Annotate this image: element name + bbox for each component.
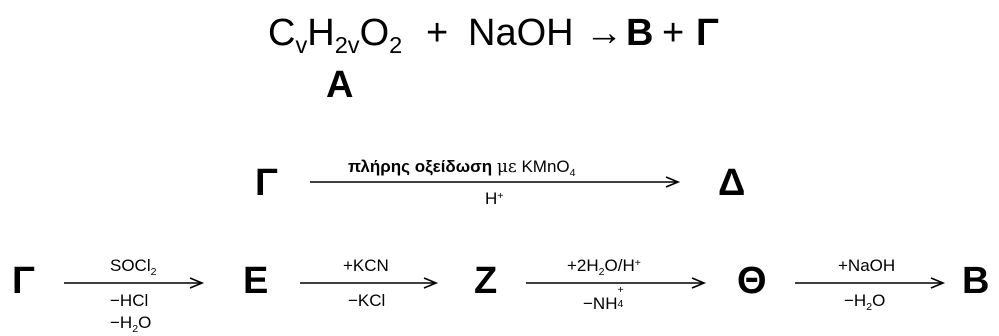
step3-arrow: [526, 277, 707, 289]
chain-product-b: Β: [962, 260, 990, 302]
product-b: Β: [626, 12, 654, 54]
chain-product-z: Ζ: [474, 260, 498, 302]
step2-arrow: [300, 277, 439, 289]
reactant-label-a: Α: [326, 64, 354, 106]
reaction-arrow: →: [585, 12, 623, 54]
step4-above: +NaOH: [838, 256, 896, 275]
step1-below-h2o: −H2O: [110, 313, 152, 335]
step2-below: −KCl: [348, 291, 386, 310]
chain-product-theta: Θ: [737, 260, 767, 302]
product-g: Γ: [696, 12, 719, 54]
step2-above: +KCN: [343, 256, 389, 275]
step3-below: −NH+4: [583, 284, 624, 313]
reaction2-reactant: Γ: [255, 162, 278, 204]
step1-below-hcl: −HCl: [110, 291, 149, 310]
reaction2-arrow: [310, 176, 681, 188]
reaction2-product: Δ: [718, 162, 746, 204]
plus-sign: +: [426, 12, 449, 54]
step1-arrow: [64, 277, 205, 289]
reaction2-above: πλήρης οξείδωση με KMnO4: [348, 157, 576, 179]
chain-product-e: Ε: [243, 260, 269, 302]
step4-below: −H2O: [844, 291, 886, 313]
reaction2-below: H+: [485, 189, 504, 208]
reactant-formula: CvH2vO2: [268, 12, 403, 59]
step1-above: SOCl2: [110, 256, 157, 278]
step3-above: +2H2O/H+: [567, 256, 641, 278]
step4-arrow: [795, 277, 946, 289]
reagent-naoh: NaOH: [468, 12, 574, 54]
plus-sign-2: +: [662, 12, 685, 54]
chain-start-g: Γ: [12, 260, 35, 302]
